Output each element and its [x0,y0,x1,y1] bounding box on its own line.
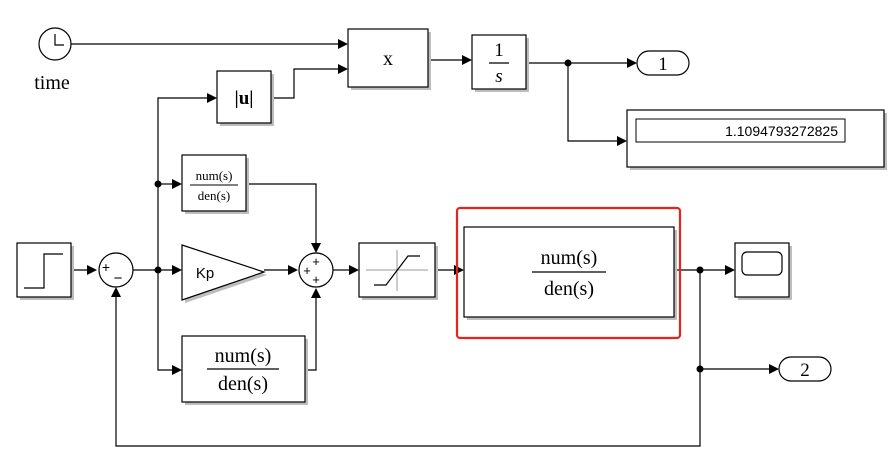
line-feedback[interactable] [115,297,701,447]
display-block[interactable]: 1.1094793272825 [626,109,887,170]
sum2-sign-top: + [312,254,320,269]
junction-dot [154,266,162,274]
saturation-icon [374,255,420,286]
display-value: 1.1094793272825 [725,123,838,139]
gain-label: Kp [196,265,214,282]
scope-block[interactable] [734,242,792,300]
tf-bottom-numerator: num(s) [215,345,272,367]
junction-dot [696,266,704,274]
plant-numerator: num(s) [541,247,598,269]
integrator-denominator: s [495,66,502,87]
abs-block[interactable]: |u| [216,70,274,126]
junction-dot [696,365,704,373]
tf-small-block[interactable]: num(s) den(s) [181,154,249,214]
sum1-block[interactable]: + − [98,252,134,288]
outport-2[interactable]: 2 [778,356,832,382]
step-block[interactable] [16,242,74,300]
outport-1-label: 1 [658,54,668,75]
integrator-block[interactable]: 1 s [471,34,529,92]
sum2-block[interactable]: + + + [298,252,334,288]
line-tf-bottom-to-sum2[interactable] [305,298,317,371]
line-integrator-to-display[interactable] [567,63,617,142]
junction-dot [564,59,572,67]
sum1-sign-minus: − [114,270,123,287]
tf-small-denominator: den(s) [198,188,231,203]
product-block[interactable]: x [347,28,431,90]
junction-points [154,59,704,373]
sum2-sign-bottom: + [312,272,320,287]
saturation-block[interactable] [358,242,438,300]
plant-denominator: den(s) [544,278,594,300]
time-label: time [34,72,70,94]
outport-1[interactable]: 1 [636,50,690,76]
abs-label: |u| [235,88,254,109]
tf-bottom-denominator: den(s) [218,373,268,395]
sum2-sign-left: + [303,263,311,278]
signal-lines [70,39,779,447]
line-abs-to-product[interactable] [273,68,338,99]
tf-small-numerator: num(s) [196,168,233,183]
junction-dot [154,180,162,188]
line-error-to-abs[interactable] [157,97,207,270]
line-tf-small-to-sum2[interactable] [247,183,317,243]
outport-2-label: 2 [800,360,810,381]
product-label: x [383,48,393,70]
sum1-sign-plus: + [102,259,110,275]
plant-tf-block[interactable]: num(s) den(s) [455,206,682,340]
tf-bottom-block[interactable]: num(s) den(s) [181,335,308,405]
time-block[interactable]: time [34,27,72,94]
integrator-numerator: 1 [494,40,504,61]
line-error-to-tf-bottom[interactable] [157,270,172,371]
scope-icon [741,251,783,276]
selection-highlight [455,206,682,340]
step-icon [24,253,63,289]
gain-block[interactable]: Kp [181,244,267,303]
